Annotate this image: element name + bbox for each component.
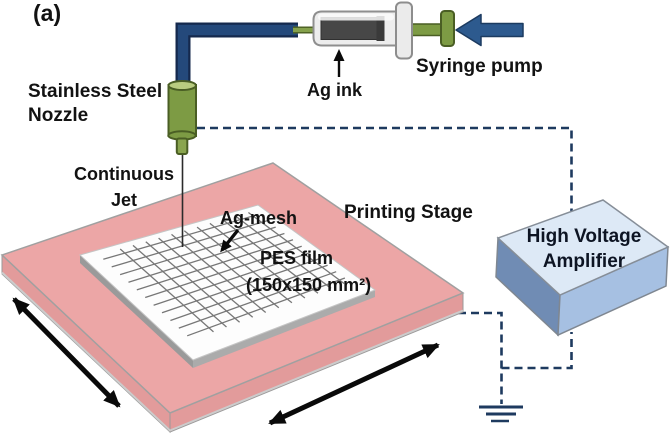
- jet-label-line1: Continuous: [74, 164, 174, 184]
- printing-stage-label: Printing Stage: [344, 202, 473, 223]
- ag-ink-volume: [320, 17, 382, 40]
- ground-symbol: [479, 405, 523, 423]
- pump-push-arrow: [455, 13, 524, 47]
- panel-label: (a): [33, 0, 62, 26]
- stage-axis-arrow-right: [268, 342, 440, 426]
- ag-mesh-pointer-arrow: [220, 228, 240, 253]
- stainless-steel-nozzle: [167, 80, 197, 155]
- pes-film-label: PES film (150x150 mm²): [246, 245, 371, 299]
- nozzle-label-line2: Nozzle: [28, 105, 89, 126]
- stage-ground-cable-dashed: [458, 311, 503, 404]
- amplifier-ground-cable-dashed: [501, 332, 573, 370]
- hv-amplifier-label-line1: High Voltage: [526, 226, 642, 247]
- hv-amplifier-label-line2: Amplifier: [542, 251, 626, 272]
- nozzle-label-line1: Stainless Steel: [28, 81, 163, 102]
- nozzle-label: Stainless Steel Nozzle: [28, 80, 162, 128]
- ag-ink-label: Ag ink: [307, 80, 363, 100]
- pes-film-label-line2: (150x150 mm²): [246, 275, 372, 295]
- ag-mesh-grid: [103, 211, 346, 337]
- hv-cable-dashed: [197, 126, 573, 215]
- pes-film: [79, 204, 377, 368]
- pes-film-label-line1: PES film: [260, 248, 334, 268]
- syringe: [312, 1, 455, 60]
- ag-mesh-label: Ag-mesh: [220, 208, 298, 228]
- stage-axis-arrow-left: [12, 297, 121, 408]
- plunger-seal: [376, 16, 385, 41]
- plunger-end-cap: [440, 10, 455, 47]
- continuous-jet-label: Continuous Jet: [58, 161, 190, 213]
- syringe-flange: [395, 1, 413, 60]
- hv-amplifier-box: [495, 199, 670, 337]
- hv-amplifier-label: High Voltage Amplifier: [500, 224, 668, 274]
- ink-supply-tube: [175, 22, 298, 85]
- syringe-pump-label: Syringe pump: [416, 56, 543, 77]
- nozzle-tip: [175, 137, 189, 155]
- jet-label-line2: Jet: [110, 190, 137, 210]
